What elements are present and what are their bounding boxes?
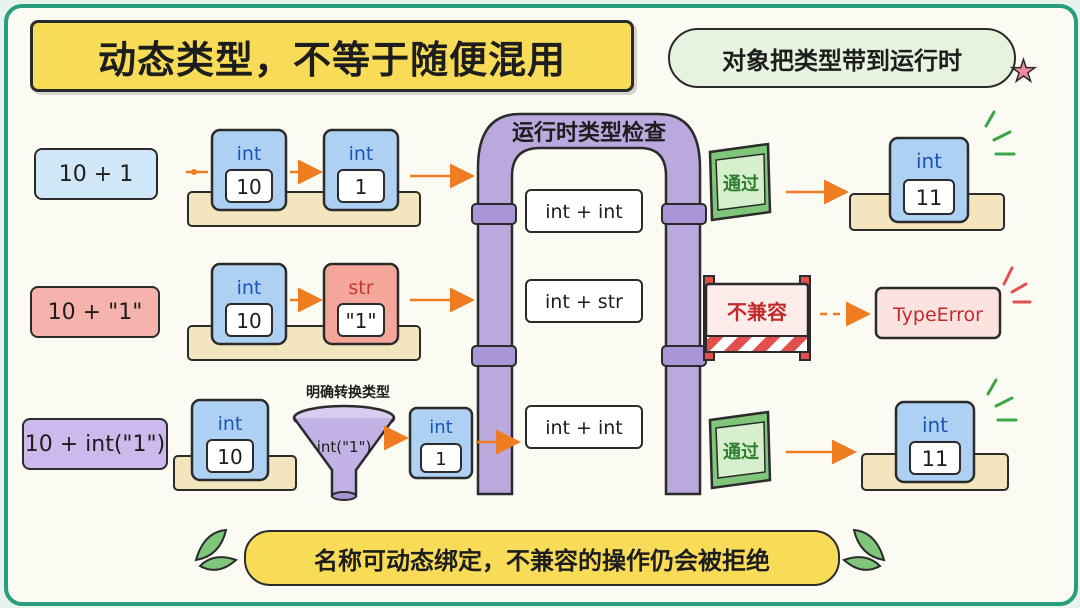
check-box-2: int + str [525, 279, 643, 323]
result-1: int 11 [888, 136, 970, 224]
footer-summary: 名称可动态绑定，不兼容的操作仍会被拒绝 [244, 530, 840, 586]
type-tag: int [349, 143, 374, 165]
star-icon: ★ [1009, 53, 1037, 90]
subtitle-cloud: 对象把类型带到运行时 [668, 28, 1016, 88]
expression-label-2: 10 + "1" [30, 286, 160, 338]
row-3: int 10 明确转换类型 int("1") int 1 通过 i [173, 378, 1018, 501]
type-tag: int [218, 413, 243, 435]
type-tag: int [237, 143, 262, 165]
funnel-text: int("1") [317, 438, 372, 456]
type-error-badge: TypeError [874, 286, 1002, 340]
verdict-text: 通过 [723, 441, 759, 463]
check-box-3: int + int [525, 405, 643, 449]
check-box-1: int + int [525, 189, 643, 233]
operand-left-2: int 10 [210, 262, 288, 346]
sparkle-icon [986, 378, 1018, 422]
value-text: 11 [916, 186, 943, 210]
check-text-2: int + str [545, 291, 623, 313]
value-text: 10 [217, 445, 242, 469]
type-tag: int [922, 413, 948, 437]
value-text: 10 [236, 175, 261, 199]
operand-left-3: int 10 [190, 398, 270, 482]
check-text-3: int + int [545, 417, 623, 439]
expression-label-3: 10 + int("1") [22, 418, 168, 470]
leaf-icon-left [194, 528, 238, 571]
check-text-1: int + int [545, 201, 623, 223]
verdict-text: 通过 [723, 173, 759, 195]
type-tag: int [429, 417, 452, 438]
verdict-text: 不兼容 [727, 300, 787, 324]
pass-sign-2: 通过 [708, 410, 772, 490]
operand-right-2: str "1" [322, 262, 400, 346]
expression-label-1: 10 + 1 [34, 148, 158, 200]
convert-label: 明确转换类型 [306, 384, 390, 401]
row-2: int 10 str "1" 不兼容 TypeError [187, 262, 1032, 361]
value-text: 1 [355, 175, 368, 199]
type-tag: str [348, 277, 373, 299]
sparkle-icon [984, 110, 1016, 156]
error-text: TypeError [892, 304, 983, 326]
value-text: 11 [922, 447, 949, 471]
operand-right-3: int 1 [408, 406, 474, 480]
runtime-type-check-gate: 运行时类型检查 [471, 112, 707, 496]
page-title: 动态类型，不等于随便混用 [30, 20, 634, 92]
type-tag: int [916, 149, 942, 173]
operand-right-1: int 1 [322, 128, 400, 212]
result-3: int 11 [894, 400, 976, 484]
value-text: "1" [345, 309, 376, 333]
row-1: int 10 int 1 通过 int 11 [186, 110, 1016, 231]
pass-sign-1: 通过 [708, 142, 772, 222]
funnel-icon: int("1") [292, 404, 396, 501]
type-tag: int [237, 277, 262, 299]
value-text: 1 [435, 449, 446, 470]
alert-icon [1002, 266, 1032, 304]
operand-left-1: int 10 [210, 128, 288, 212]
leaf-icon-right [842, 528, 886, 571]
value-text: 10 [236, 309, 261, 333]
gate-label: 运行时类型检查 [512, 120, 666, 146]
barrier-sign: 不兼容 [703, 275, 811, 361]
